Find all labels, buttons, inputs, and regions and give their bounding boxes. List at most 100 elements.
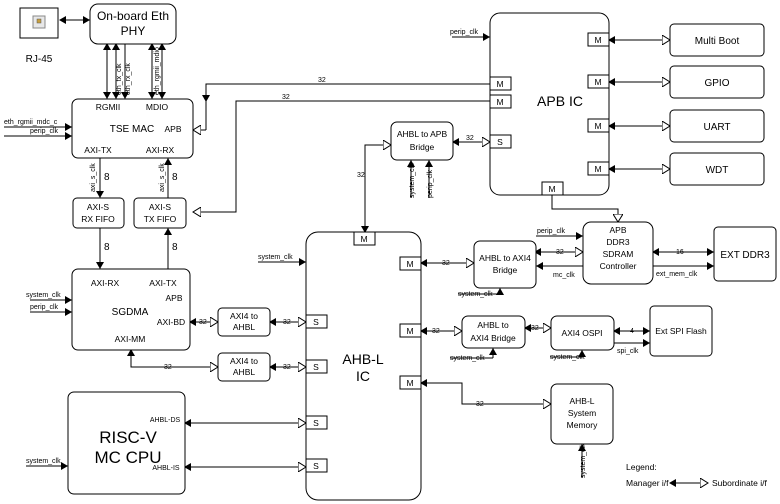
label-eth-rgmii-mdc-c: eth_rgmii_mdc_c bbox=[4, 119, 58, 126]
axi4-ahbl-1-label-2: AHBL bbox=[233, 322, 255, 332]
label-perip-clk-sgdma: perip_clk bbox=[30, 304, 59, 311]
svg-text:M: M bbox=[406, 259, 413, 269]
width-32-ahbl-s1: 32 bbox=[283, 319, 291, 326]
riscv-label-2: MC CPU bbox=[94, 448, 161, 467]
ahbl-ic-m-ddr: M bbox=[399, 256, 422, 271]
mdio-port-label: MDIO bbox=[146, 102, 169, 112]
uart-label: UART bbox=[703, 122, 730, 133]
svg-text:M: M bbox=[594, 164, 601, 174]
sgdma-axi-rx-label: AXI-RX bbox=[91, 278, 120, 288]
width-32-ddr-ctrl: 32 bbox=[556, 249, 564, 256]
width-8-rx-sgdma: 8 bbox=[104, 242, 110, 253]
width-32-ahbl-ddr: 32 bbox=[442, 260, 450, 267]
legend-subordinate: Subordinate i/f bbox=[712, 478, 767, 488]
svg-text:M: M bbox=[548, 184, 555, 194]
ahbl-ic-m-mem: M bbox=[399, 375, 422, 390]
axi4-ospi-block: AXI4 OSPI bbox=[550, 315, 615, 351]
apb-ic-m-wdt: M bbox=[587, 161, 610, 176]
sys-mem-label-3: Memory bbox=[567, 420, 598, 430]
rj45-label: RJ-45 bbox=[26, 54, 53, 65]
label-system-clk-bridge2: system_clk bbox=[450, 355, 485, 362]
apb-ic-m-gpio: M bbox=[587, 74, 610, 89]
width-32-mem: 32 bbox=[476, 401, 484, 408]
width-32-ahbl-ospi: 32 bbox=[432, 328, 440, 335]
apb-ic-m-multiboot: M bbox=[587, 32, 610, 47]
legend: Legend: Manager i/f Subordinate i/f bbox=[626, 462, 767, 488]
system-memory-block: AHB-L System Memory bbox=[550, 383, 614, 445]
tse-mac-block: RGMII MDIO TSE MAC APB AXI-TX AXI-RX bbox=[71, 98, 194, 159]
apb-ic-m-port-1: M bbox=[489, 76, 512, 91]
ext-ddr3-block: EXT DDR3 bbox=[713, 226, 777, 282]
sgdma-apb-label: APB bbox=[165, 293, 182, 303]
width-32-ahbl-apb-bridge: 32 bbox=[357, 172, 365, 179]
width-8-rx-mac: 8 bbox=[104, 172, 110, 183]
gpio-label: GPIO bbox=[704, 78, 729, 89]
svg-text:M: M bbox=[360, 234, 367, 244]
multiboot-block: Multi Boot bbox=[669, 23, 765, 57]
width-32-ahbl-s2: 32 bbox=[283, 364, 291, 371]
ddr3-ctrl-label-2: DDR3 bbox=[606, 237, 629, 247]
svg-text:S: S bbox=[313, 418, 319, 428]
ahbl-to-axi4-bridge-1-block: AHBL to AXI4 Bridge bbox=[473, 240, 537, 289]
rx-fifo-label-1: AXI-S bbox=[87, 202, 110, 212]
ext-spi-flash-block: Ext SPI Flash bbox=[649, 305, 713, 357]
width-32-bridge-ospi: 32 bbox=[531, 325, 539, 332]
eth-phy-label-2: PHY bbox=[121, 24, 146, 38]
ddr3-ctrl-label-3: SDRAM bbox=[603, 249, 634, 259]
width-32-sgdma-bd: 32 bbox=[199, 319, 207, 326]
label-perip-clk-apb: perip_clk bbox=[450, 29, 479, 36]
width-16-ext-ddr: 16 bbox=[676, 249, 684, 256]
label-perip-clk-ddr: perip_clk bbox=[537, 228, 566, 235]
svg-text:S: S bbox=[313, 362, 319, 372]
wdt-block: WDT bbox=[669, 152, 765, 186]
width-32-mac-apb: 32 bbox=[318, 77, 326, 84]
ahbl-to-apb-bridge-block: AHBL to APB Bridge bbox=[390, 121, 454, 161]
ahbl-to-axi4-bridge-2-block: AHBL to AXI4 Bridge bbox=[461, 315, 526, 349]
rx-fifo-block: AXI-S RX FIFO bbox=[72, 197, 125, 229]
svg-text:S: S bbox=[497, 137, 503, 147]
axi4-to-ahbl-2-block: AXI4 to AHBL bbox=[217, 352, 271, 382]
apb-ic-s-port: S bbox=[489, 134, 512, 149]
wires bbox=[4, 16, 714, 478]
ahbl-axi4-2-label-2: AXI4 Bridge bbox=[470, 333, 516, 343]
svg-text:S: S bbox=[313, 317, 319, 327]
ddr3-controller-block: APB DDR3 SDRAM Controller bbox=[582, 221, 654, 285]
label-system-clk-sgdma: system_clk bbox=[26, 292, 61, 299]
ahbl-apb-label-1: AHBL to APB bbox=[397, 129, 448, 139]
label-system-clk-ospi: system_clk bbox=[550, 354, 585, 361]
rgmii-port-label: RGMII bbox=[96, 102, 121, 112]
ahbl-ic-s-1: S bbox=[305, 314, 328, 329]
rj45-connector: RJ-45 bbox=[19, 7, 59, 65]
tse-axi-rx-label: AXI-RX bbox=[146, 145, 175, 155]
tse-mac-label: TSE MAC bbox=[110, 124, 154, 135]
multiboot-label: Multi Boot bbox=[695, 36, 740, 47]
label-eth-rx-clk: eth_rx_clk bbox=[125, 63, 132, 95]
ext-ddr3-label: EXT DDR3 bbox=[720, 250, 770, 261]
port-boxes: M M S M M M M M M M M M S S S S bbox=[305, 32, 610, 473]
axi4-ahbl-2-label-1: AXI4 to bbox=[230, 356, 258, 366]
label-tx-fifo-clk: axi_s_clk bbox=[159, 163, 166, 192]
ahbl-ic-s-4: S bbox=[305, 458, 328, 473]
ahbl-ic-m-top: M bbox=[353, 231, 376, 246]
svg-text:M: M bbox=[594, 77, 601, 87]
sgdma-axi-mm-label: AXI-MM bbox=[115, 334, 146, 344]
width-32-apb-s: 32 bbox=[466, 135, 474, 142]
ahbl-ic-label-1: AHB-L bbox=[342, 351, 383, 367]
label-system-clk-bridge1: system_clk bbox=[458, 291, 493, 298]
sgdma-block: AXI-RX AXI-TX APB SGDMA AXI-BD AXI-MM bbox=[71, 268, 191, 351]
label-perip-clk-mac: perip_clk bbox=[30, 128, 59, 135]
tx-fifo-block: AXI-S TX FIFO bbox=[133, 197, 187, 229]
axi4-to-ahbl-1-block: AXI4 to AHBL bbox=[217, 307, 271, 337]
signal-labels: eth_rgmii_mdc_c perip_clk perip_clk syst… bbox=[4, 29, 698, 478]
apb-ic-label: APB IC bbox=[537, 93, 583, 109]
label-eth-tx-clk: eth_tx_clk bbox=[116, 63, 123, 95]
riscv-label-1: RISC-V bbox=[99, 428, 157, 447]
label-spi-clk: spi_clk bbox=[617, 348, 639, 355]
width-4-spi: 4 bbox=[630, 328, 634, 335]
label-eth-rgmii-mdio: eth_rgmii_mdio bbox=[154, 47, 161, 95]
label-system-clk-ahbl: system_clk bbox=[258, 254, 293, 261]
width-32-txfifo-apb: 32 bbox=[282, 94, 290, 101]
sys-mem-label-2: System bbox=[568, 408, 596, 418]
tx-fifo-label-2: TX FIFO bbox=[144, 214, 177, 224]
label-rx-fifo-clk: axi_s_clk bbox=[90, 163, 97, 192]
